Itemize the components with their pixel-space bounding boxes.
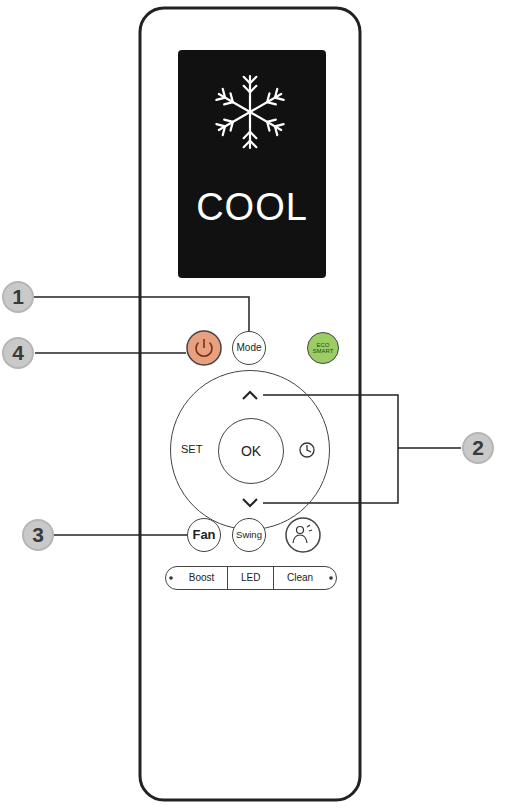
- pill-dot: [169, 576, 173, 580]
- fan-button: Fan: [187, 518, 221, 552]
- node-label: SET: [181, 444, 202, 456]
- snowflake-stroke: [275, 98, 284, 100]
- leader-line: [35, 352, 186, 354]
- function-bar: BoostLEDClean: [165, 566, 337, 590]
- node-label: ECO SMART: [311, 342, 335, 355]
- callout-number: 3: [22, 519, 54, 551]
- node-label: Swing: [236, 530, 262, 540]
- node-label: 2: [472, 437, 484, 459]
- snowflake-stroke: [250, 112, 281, 130]
- eco-button: ECO SMART: [307, 332, 339, 364]
- node-label: 3: [32, 524, 44, 546]
- node-label: Boost: [176, 567, 227, 589]
- snowflake-stroke: [275, 89, 277, 98]
- ok-button: OK: [218, 418, 284, 484]
- snowflake-stroke: [216, 124, 225, 126]
- snowflake-stroke: [219, 94, 250, 112]
- bracket-leader: [263, 395, 461, 503]
- leader-line: [54, 535, 187, 536]
- node-label: Fan: [192, 528, 215, 542]
- snowflake-stroke: [244, 132, 250, 138]
- up-arrow: [243, 392, 257, 399]
- leader-line: [34, 297, 249, 331]
- node-label: 1: [12, 286, 24, 308]
- node-label: 4: [12, 342, 24, 364]
- snowflake-stroke: [244, 86, 250, 92]
- person-button: [286, 518, 320, 552]
- nav-ring: SET OK: [170, 370, 330, 530]
- snowflake-stroke: [244, 141, 250, 147]
- snowflake-stroke: [250, 141, 256, 147]
- callout-number: 1: [2, 281, 34, 313]
- leader-line: [34, 297, 249, 331]
- lcd-display: [178, 50, 326, 278]
- snowflake-stroke: [223, 89, 225, 98]
- snowflake-stroke: [275, 124, 284, 126]
- power-button: [187, 331, 221, 365]
- clock-icon: [307, 445, 311, 452]
- snowflake-stroke: [224, 102, 233, 104]
- pill-dot: [329, 576, 333, 580]
- swing-button: Swing: [232, 518, 266, 552]
- mode-button: Mode: [232, 331, 266, 365]
- snowflake-stroke: [250, 86, 256, 92]
- snowflake-stroke: [275, 126, 277, 135]
- snowflake-stroke: [250, 77, 256, 83]
- callout-number: 2: [462, 432, 494, 464]
- node-label: Mode: [236, 343, 261, 354]
- snowflake-icon: [216, 76, 283, 148]
- snowflake-stroke: [267, 102, 276, 104]
- clock-icon: [300, 443, 314, 457]
- snowflake-stroke: [224, 120, 233, 122]
- mode-display: COOL: [190, 180, 314, 236]
- node-label: Clean: [273, 567, 326, 589]
- snowflake-stroke: [250, 94, 281, 112]
- down-arrow: [243, 499, 257, 506]
- node-label: COOL: [196, 188, 308, 228]
- power-icon: [203, 339, 205, 348]
- snowflake-stroke: [267, 120, 276, 122]
- leader-line: [54, 534, 187, 536]
- remote-body: [140, 8, 360, 800]
- person-icon: [297, 527, 304, 534]
- snowflake-stroke: [223, 126, 225, 135]
- snowflake-stroke: [250, 132, 256, 138]
- snowflake-stroke: [216, 98, 225, 100]
- snowflake-stroke: [219, 112, 250, 130]
- snowflake-stroke: [244, 77, 250, 83]
- snowflake-stroke: [267, 93, 269, 102]
- snowflake-stroke: [231, 122, 233, 131]
- person-icon: [293, 525, 312, 543]
- snowflake-stroke: [231, 93, 233, 102]
- node-label: LED: [227, 567, 273, 589]
- callout-number: 4: [2, 337, 34, 369]
- node-label: OK: [241, 444, 261, 459]
- snowflake-stroke: [267, 122, 269, 131]
